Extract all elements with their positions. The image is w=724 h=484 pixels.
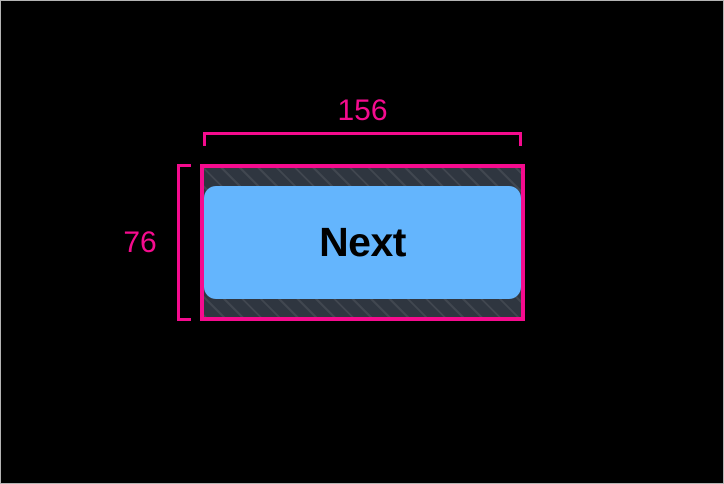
width-bracket-icon — [203, 132, 522, 146]
width-dimension-annotation: 156 — [200, 96, 525, 164]
next-button-label: Next — [319, 219, 406, 265]
measured-element-highlight[interactable]: Next — [200, 164, 525, 321]
height-value-label: 76 — [123, 225, 157, 259]
height-dimension-annotation: 76 — [111, 164, 200, 321]
height-bracket-icon — [177, 164, 191, 321]
next-button[interactable]: Next — [204, 186, 521, 299]
width-value-label: 156 — [337, 94, 388, 127]
